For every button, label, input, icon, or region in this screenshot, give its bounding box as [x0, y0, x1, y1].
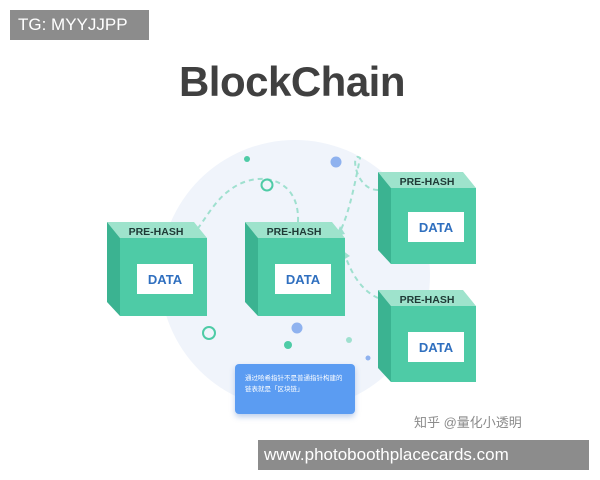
link-arrow-4-to-2: [344, 254, 379, 299]
bubble: [330, 156, 342, 168]
block-1-prehash-label: PRE-HASH: [129, 226, 184, 238]
block-4: PRE-HASH DATA: [378, 290, 476, 382]
bubble: [291, 322, 303, 334]
watermark-tag: TG: MYYJJPP: [10, 10, 149, 40]
block-2-data-label: DATA: [286, 272, 321, 287]
author-credit: 知乎 @量化小透明: [414, 415, 522, 430]
explanation-note: 通过哈希指针不是普通指针构建的链表就是「区块链」: [235, 364, 355, 414]
link-arrow-3-to-2: [339, 155, 379, 233]
watermark-url: www.photoboothplacecards.com: [258, 440, 589, 470]
link-arrow-2-to-1: [194, 177, 300, 233]
bubble: [244, 156, 250, 162]
block-3-data-label: DATA: [419, 220, 454, 235]
bubble: [260, 178, 274, 192]
block-1: PRE-HASH DATA: [107, 222, 207, 316]
bubble: [284, 341, 292, 349]
block-4-prehash-label: PRE-HASH: [400, 294, 455, 306]
block-4-data-label: DATA: [419, 340, 454, 355]
block-2: PRE-HASH DATA: [245, 222, 345, 316]
block-2-prehash-label: PRE-HASH: [267, 226, 322, 238]
bubble: [365, 355, 371, 361]
block-3-prehash-label: PRE-HASH: [400, 176, 455, 188]
bubble: [202, 326, 216, 340]
bubble: [346, 337, 352, 343]
diagram-title: BlockChain: [178, 58, 406, 105]
block-3: PRE-HASH DATA: [378, 172, 476, 264]
block-1-data-label: DATA: [148, 272, 183, 287]
